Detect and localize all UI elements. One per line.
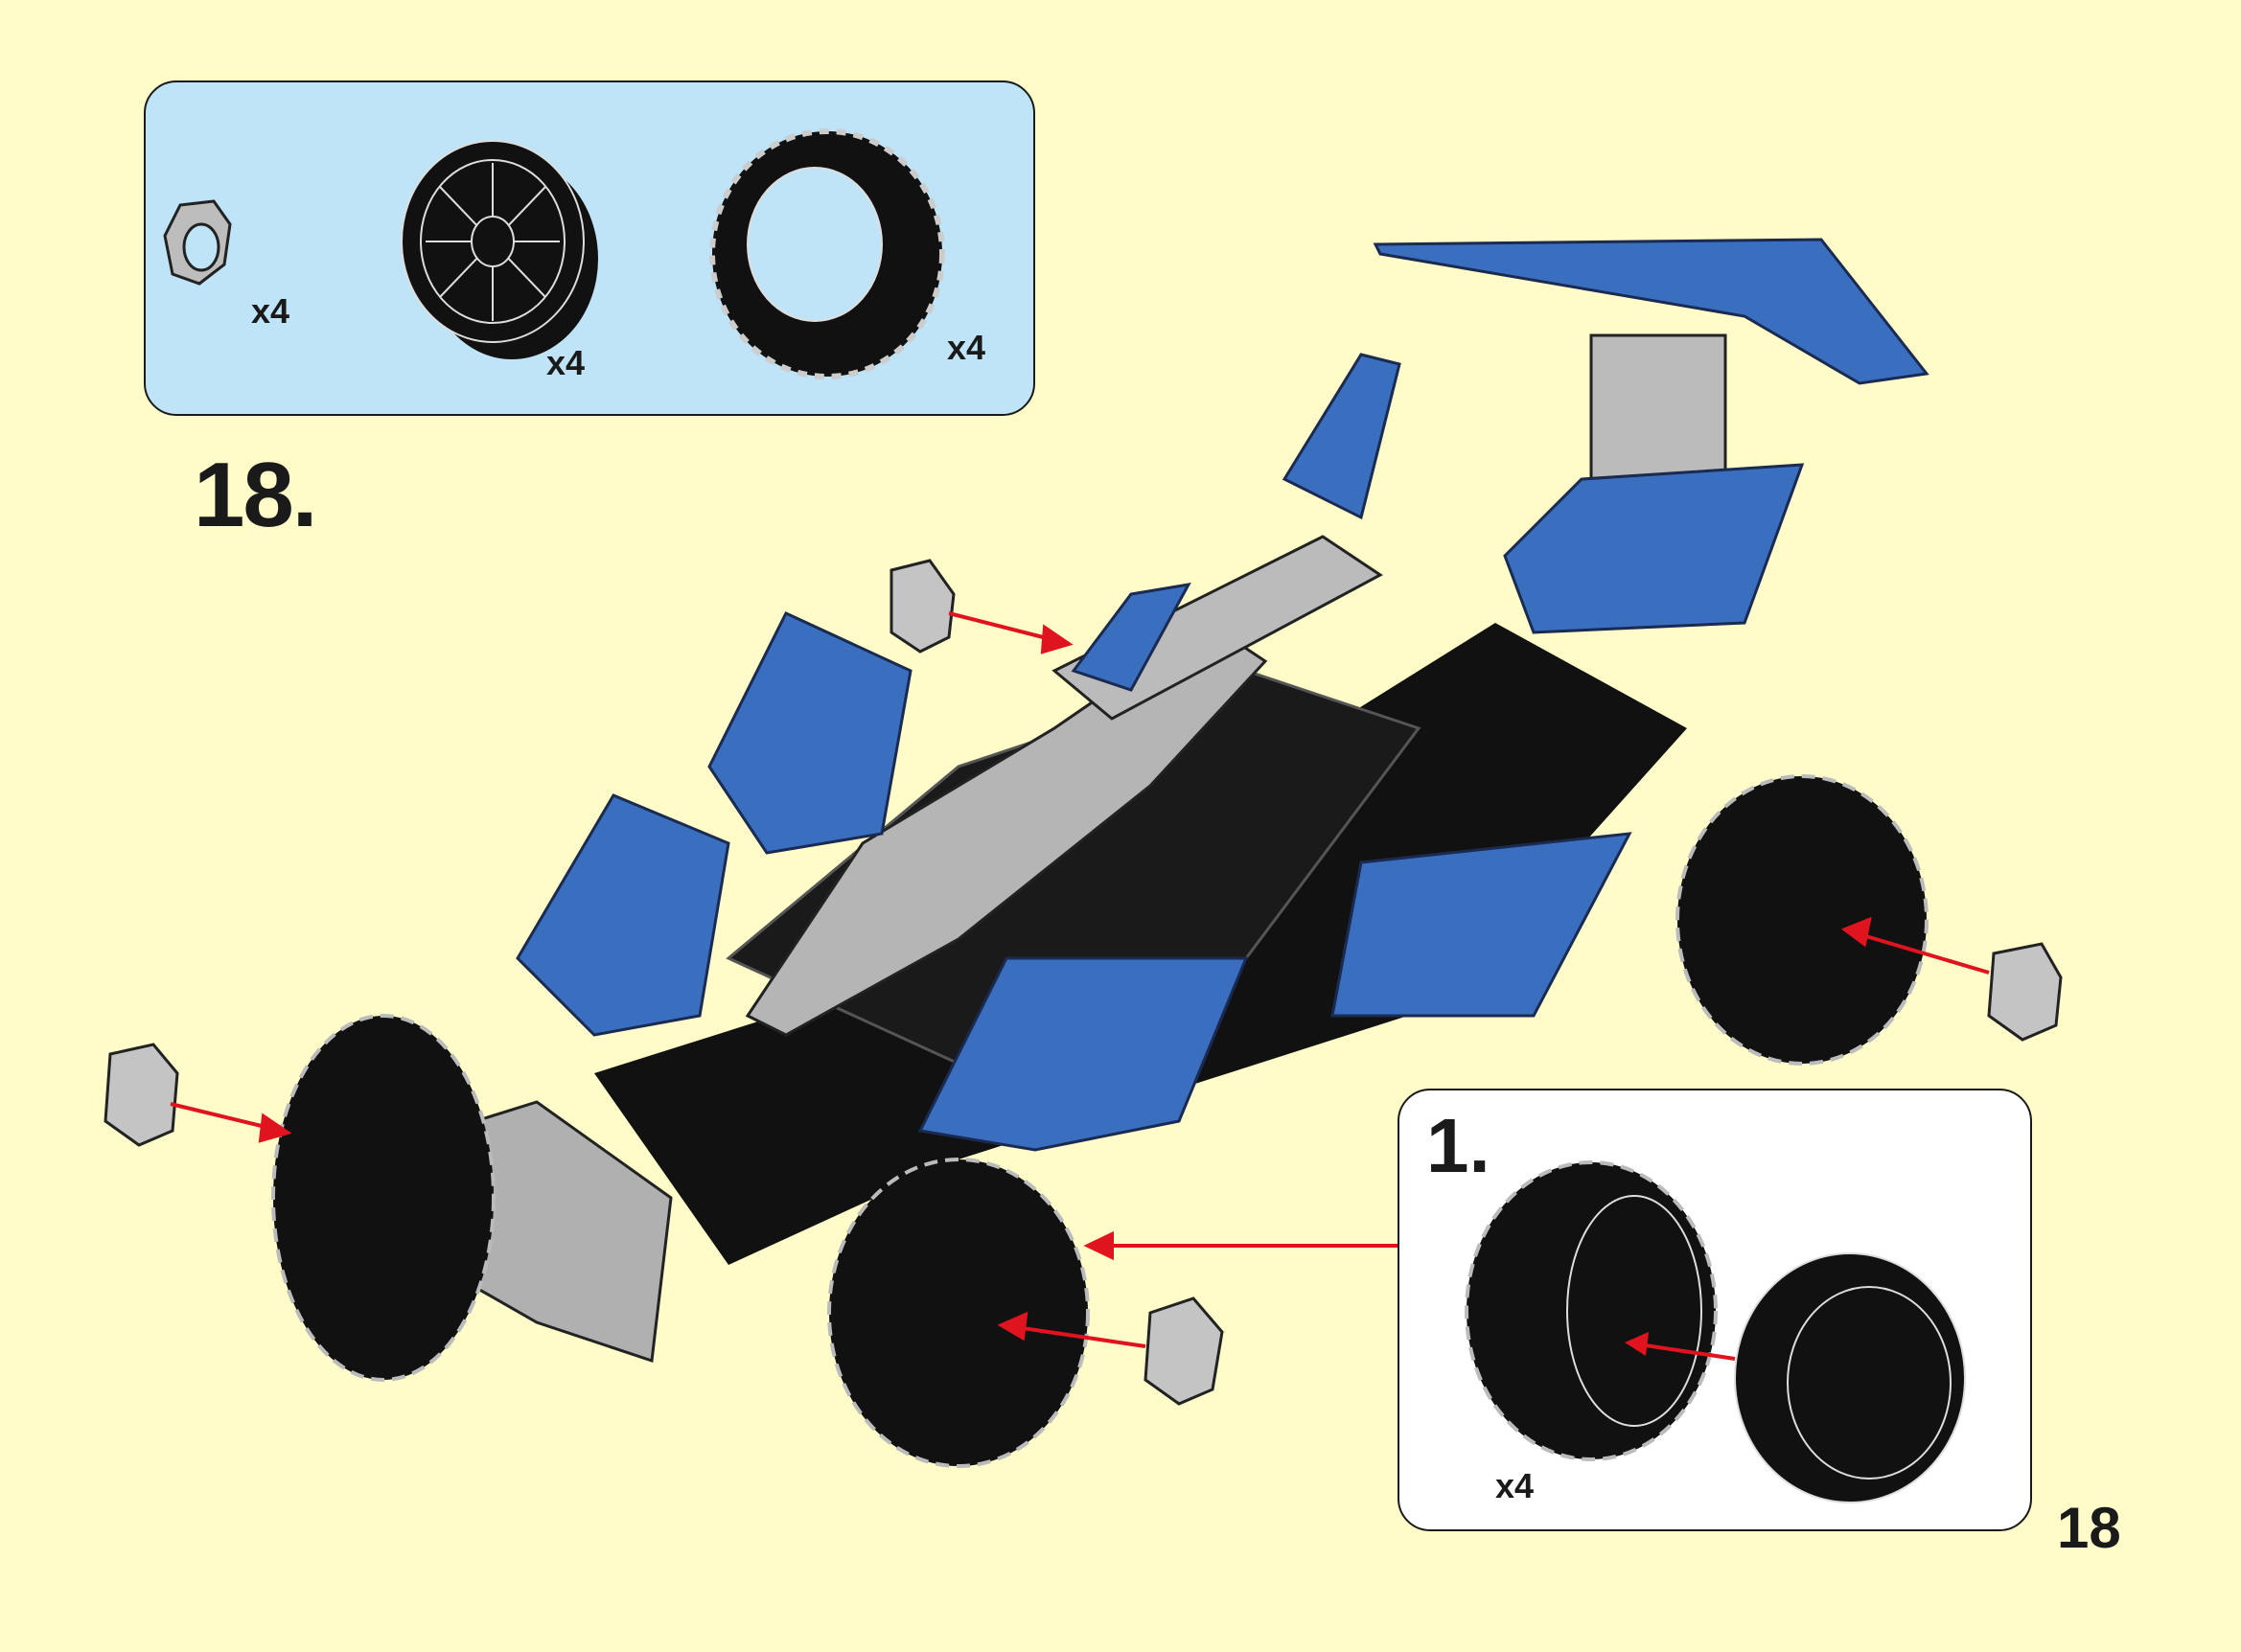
tire-quantity: x4: [947, 328, 986, 367]
wheel-rim-icon: [401, 140, 598, 359]
page-number: 18: [2057, 1496, 2121, 1560]
sub-step-quantity: x4: [1495, 1466, 1535, 1505]
wheel-rim-quantity: x4: [546, 343, 586, 382]
tire-wheel-assembly-icon: [1465, 1160, 1966, 1503]
tire-icon: [709, 128, 945, 379]
sub-step-number: 1.: [1426, 1103, 1490, 1188]
sub-assembly-box: 1. x4: [1398, 1089, 2032, 1531]
blue-panels: [516, 238, 1929, 1152]
assembly-arrows: [170, 611, 1990, 1348]
wheels: [271, 774, 1929, 1468]
loose-hex-nuts: [104, 559, 2063, 1406]
parts-list-box: x4 x4 x4: [144, 80, 1035, 416]
hex-nut-icon: [163, 199, 232, 286]
hex-nut-quantity: x4: [251, 291, 290, 331]
step-number: 18.: [194, 444, 317, 546]
